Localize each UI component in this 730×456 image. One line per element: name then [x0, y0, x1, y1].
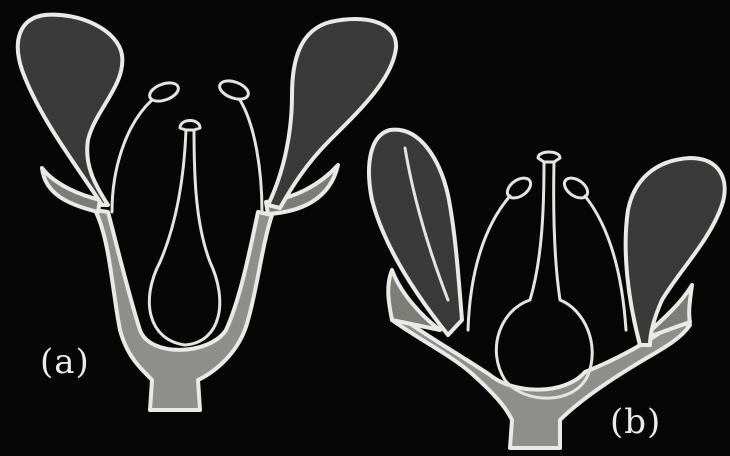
label-a: (a)	[40, 345, 90, 379]
flower-a-receptacle	[95, 210, 272, 410]
flower-a-stamen-left	[112, 100, 152, 212]
flower-b-petal-left-outer	[369, 130, 462, 335]
flower-a-stamen-right	[240, 100, 262, 212]
flower-b-stamen-left	[468, 196, 510, 330]
flower-a-pistil	[149, 130, 219, 345]
flower-b-stamen-right	[585, 196, 626, 330]
flower-a-anther-left	[147, 79, 181, 104]
flower-a-stigma	[180, 121, 200, 131]
flower-a-anther-right	[217, 77, 251, 102]
flower-b	[369, 130, 725, 448]
flower-a-petal-left	[18, 15, 123, 205]
label-b: (b)	[610, 405, 661, 439]
flower-b-stigma	[538, 152, 560, 162]
